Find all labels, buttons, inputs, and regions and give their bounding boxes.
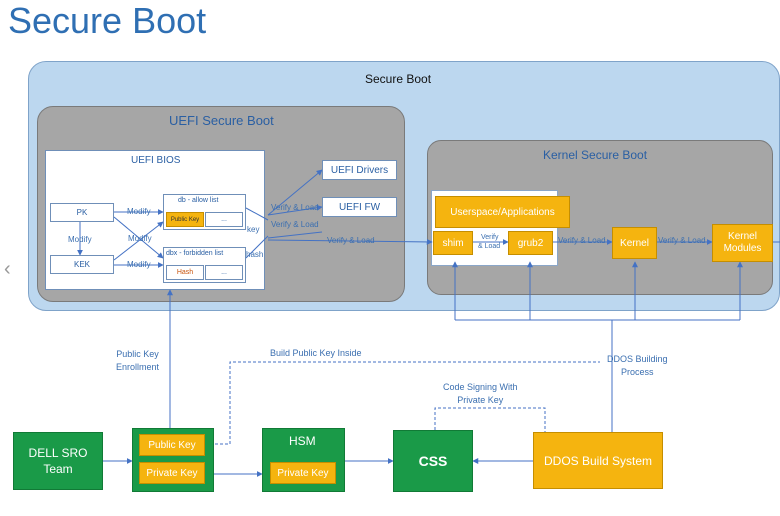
db-public-key: Public Key xyxy=(166,212,204,227)
kernel-modules-box: Kernel Modules xyxy=(712,224,773,262)
css-box: CSS xyxy=(393,430,473,492)
dbx-forbidden-list-label: dbx - forbidden list xyxy=(166,250,224,257)
modify-label-4: Modify xyxy=(127,260,151,269)
private-key-box: Private Key xyxy=(139,462,205,484)
slide-title: Secure Boot xyxy=(8,0,207,41)
kernel-box: Kernel xyxy=(612,227,657,259)
verify-load-label-3: Verify & Load xyxy=(327,236,375,245)
secure-boot-label: Secure Boot xyxy=(365,72,432,86)
grub2-box: grub2 xyxy=(508,231,553,255)
and-load-label: & Load xyxy=(478,243,501,250)
hsm-private-key-box: Private Key xyxy=(270,462,336,484)
modify-label-1: Modify xyxy=(127,207,151,216)
modify-label-2: Modify xyxy=(68,235,92,244)
db-allow-list-label: db - allow list xyxy=(178,197,219,204)
hsm-label: HSM xyxy=(289,434,316,448)
public-key-box: Public Key xyxy=(139,434,205,456)
verify-label: Verify xyxy=(481,234,499,241)
public-key-enrollment-label: Public Key Enrollment xyxy=(116,349,160,372)
uefi-secure-boot-label: UEFI Secure Boot xyxy=(169,113,274,128)
hash-label: hash xyxy=(246,250,264,259)
uefi-drivers-box: UEFI Drivers xyxy=(322,160,397,180)
verify-load-label-2: Verify & Load xyxy=(271,220,319,229)
shim-box: shim xyxy=(433,231,473,255)
chevron-left-icon[interactable]: ‹ xyxy=(4,258,11,280)
build-public-key-inside-label: Build Public Key Inside xyxy=(270,348,362,358)
userspace-applications-box: Userspace/Applications xyxy=(435,196,570,228)
code-signing-label: Code Signing With Private Key xyxy=(443,382,518,405)
verify-load-label-5: Verify & Load xyxy=(658,236,706,245)
kek-label: KEK xyxy=(73,260,90,269)
uefi-fw-box: UEFI FW xyxy=(322,197,397,217)
uefi-bios-label: UEFI BIOS xyxy=(131,155,181,166)
verify-load-label-4: Verify & Load xyxy=(558,236,606,245)
pk-box: PK xyxy=(50,203,114,222)
dell-sro-team-box: DELL SRO Team xyxy=(13,432,103,490)
modify-label-3: Modify xyxy=(128,234,152,243)
ddos-build-system-box: DDOS Build System xyxy=(533,432,663,489)
ddos-building-process-label: DDOS Building Process xyxy=(607,354,668,377)
db-more: ... xyxy=(205,212,243,227)
kernel-secure-boot-label: Kernel Secure Boot xyxy=(543,148,648,162)
verify-load-label-1: Verify & Load xyxy=(271,203,319,212)
key-label: key xyxy=(247,225,260,234)
dbx-hash: Hash xyxy=(166,265,204,280)
dbx-more: ... xyxy=(205,265,243,280)
kek-box: KEK xyxy=(50,255,114,274)
pk-label: PK xyxy=(76,208,88,217)
